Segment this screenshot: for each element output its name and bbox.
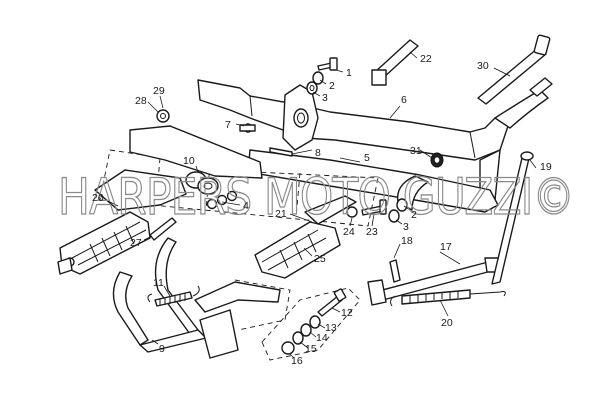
watermark-text: HARPERS MOTO GUZZI© xyxy=(58,168,574,226)
washer-4-part xyxy=(206,190,238,210)
callout-1: 1 xyxy=(346,67,352,79)
callout-26: 26 xyxy=(92,192,104,204)
callout-6: 6 xyxy=(401,94,407,106)
nut-15-16-part xyxy=(281,331,304,355)
callout-13: 13 xyxy=(325,322,337,334)
spacer-31-part xyxy=(430,152,444,168)
callout-19: 19 xyxy=(540,161,552,173)
footpeg-26-rubber xyxy=(57,211,151,275)
callout-10: 10 xyxy=(183,155,195,167)
callout-2-lower: 2 xyxy=(411,209,417,221)
callout-30: 30 xyxy=(477,60,489,72)
callout-24: 24 xyxy=(343,226,355,238)
callout-2: 2 xyxy=(329,80,335,92)
bolt-12-part xyxy=(317,288,347,317)
callout-labels: 1 2 3 4 5 6 7 8 9 10 11 12 13 14 15 16 1… xyxy=(92,53,552,367)
washer-13-14-part xyxy=(300,315,321,337)
callout-21: 21 xyxy=(275,208,287,220)
callout-5: 5 xyxy=(364,152,370,164)
callout-12: 12 xyxy=(341,307,353,319)
callout-7: 7 xyxy=(225,119,231,131)
rod-30-part xyxy=(477,34,553,105)
callout-11: 11 xyxy=(153,277,164,289)
bolt-27-part xyxy=(149,217,177,241)
sleeve-8-part xyxy=(269,147,293,157)
callout-31: 31 xyxy=(410,145,422,157)
callout-18: 18 xyxy=(401,235,413,247)
bolt-7-part xyxy=(239,123,256,133)
pin-18-part xyxy=(389,259,401,283)
callout-23: 23 xyxy=(366,226,378,238)
spring-11-part xyxy=(147,285,200,307)
callout-8: 8 xyxy=(315,147,321,159)
bracket-26-part xyxy=(94,125,263,211)
callout-29: 29 xyxy=(153,85,165,97)
hardware-plane-outline xyxy=(261,287,361,361)
callout-25: 25 xyxy=(314,253,326,265)
strap-22-part xyxy=(371,39,419,86)
callout-16: 16 xyxy=(291,355,303,367)
callout-27: 27 xyxy=(130,237,142,249)
spacer-10-part xyxy=(185,171,219,195)
callout-3-lower: 3 xyxy=(403,221,409,233)
spring-20-part xyxy=(390,289,506,307)
footpeg-25-rubber xyxy=(254,195,357,279)
bolt-23-part xyxy=(361,199,387,216)
nut-24-part xyxy=(346,206,358,218)
bolt-stack-1-3-part xyxy=(306,57,338,95)
callout-4: 4 xyxy=(243,200,249,212)
callout-22: 22 xyxy=(420,53,432,65)
washer-2-3-part xyxy=(388,198,408,223)
callout-17: 17 xyxy=(440,241,452,253)
callout-9: 9 xyxy=(159,343,165,355)
callout-14: 14 xyxy=(316,332,328,344)
centre-stand-9-part xyxy=(112,237,291,359)
callout-20: 20 xyxy=(441,317,453,329)
nut-28-29-part xyxy=(156,109,170,123)
callout-3: 3 xyxy=(322,92,328,104)
callout-28: 28 xyxy=(135,95,147,107)
callout-15: 15 xyxy=(305,343,317,355)
rod-19-part xyxy=(491,151,534,285)
leader-lines xyxy=(105,51,537,359)
